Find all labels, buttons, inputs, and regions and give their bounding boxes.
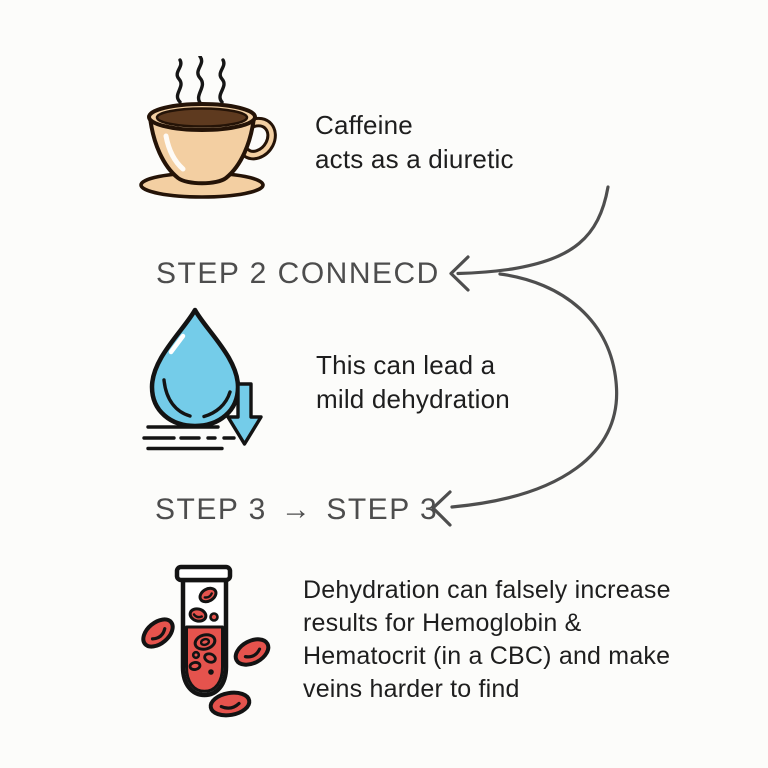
- blood-test-tube-icon: [141, 564, 271, 718]
- step3-text: Dehydration can falsely increase results…: [303, 574, 671, 706]
- cup-body: [148, 115, 256, 186]
- step3-line1: Dehydration can falsely increase: [303, 576, 671, 604]
- drop-shade-right: [202, 390, 232, 419]
- step2-line1: This can lead a: [316, 350, 496, 380]
- step3-heading-right: STEP 3: [326, 493, 439, 526]
- cup-highlight: [163, 133, 186, 172]
- drop-shape: [149, 307, 241, 429]
- coffee-cup-icon: [139, 56, 277, 199]
- cell-in-tube-3: [209, 612, 219, 622]
- right-arrow-icon: →: [280, 493, 313, 526]
- cell-in-tube-2: [188, 607, 208, 623]
- cell-in-tube-1: [198, 586, 218, 604]
- red-blood-cell-bottom: [208, 690, 252, 718]
- step1-line2: acts as a diuretic: [315, 144, 514, 174]
- coffee-surface: [155, 107, 249, 128]
- step1-text: Caffeine acts as a diuretic: [315, 108, 514, 176]
- step3-heading-left: STEP 3: [155, 493, 267, 526]
- step3-line2: results for Hemoglobin &: [303, 609, 582, 637]
- drop-shade-left: [162, 378, 192, 418]
- step2-heading: STEP 2 CONNECD: [156, 256, 440, 292]
- step3-line4: veins harder to find: [303, 675, 520, 703]
- cell-in-blood-3: [188, 661, 202, 671]
- water-drop-icon: [142, 307, 263, 451]
- step1-line1: Caffeine: [315, 110, 413, 140]
- step3-line3: Hematocrit (in a CBC) and make: [303, 642, 671, 670]
- cup-handle-inner: [243, 120, 274, 158]
- cell-in-blood-dot2: [208, 669, 214, 675]
- cell-in-blood-dot1: [191, 650, 201, 660]
- arrowhead-step2-icon: [449, 255, 470, 292]
- step3-heading: STEP 3 → STEP 3: [155, 492, 438, 528]
- cell-in-blood-big: [193, 633, 217, 651]
- step2-line2: mild dehydration: [316, 384, 510, 414]
- red-blood-cell-left: [141, 617, 175, 649]
- step2-heading-label: STEP 2 CONNECD: [156, 257, 440, 290]
- steam-icon: [175, 56, 226, 106]
- red-blood-cell-right: [233, 637, 271, 667]
- down-arrow-icon: [226, 382, 263, 446]
- drop-highlight: [168, 333, 186, 355]
- cell-in-blood-2: [203, 652, 217, 664]
- step2-text: This can lead a mild dehydration: [316, 348, 510, 416]
- connector-top-curve: [456, 185, 610, 276]
- water-level-lines: [142, 425, 241, 451]
- tube-cap: [174, 564, 233, 583]
